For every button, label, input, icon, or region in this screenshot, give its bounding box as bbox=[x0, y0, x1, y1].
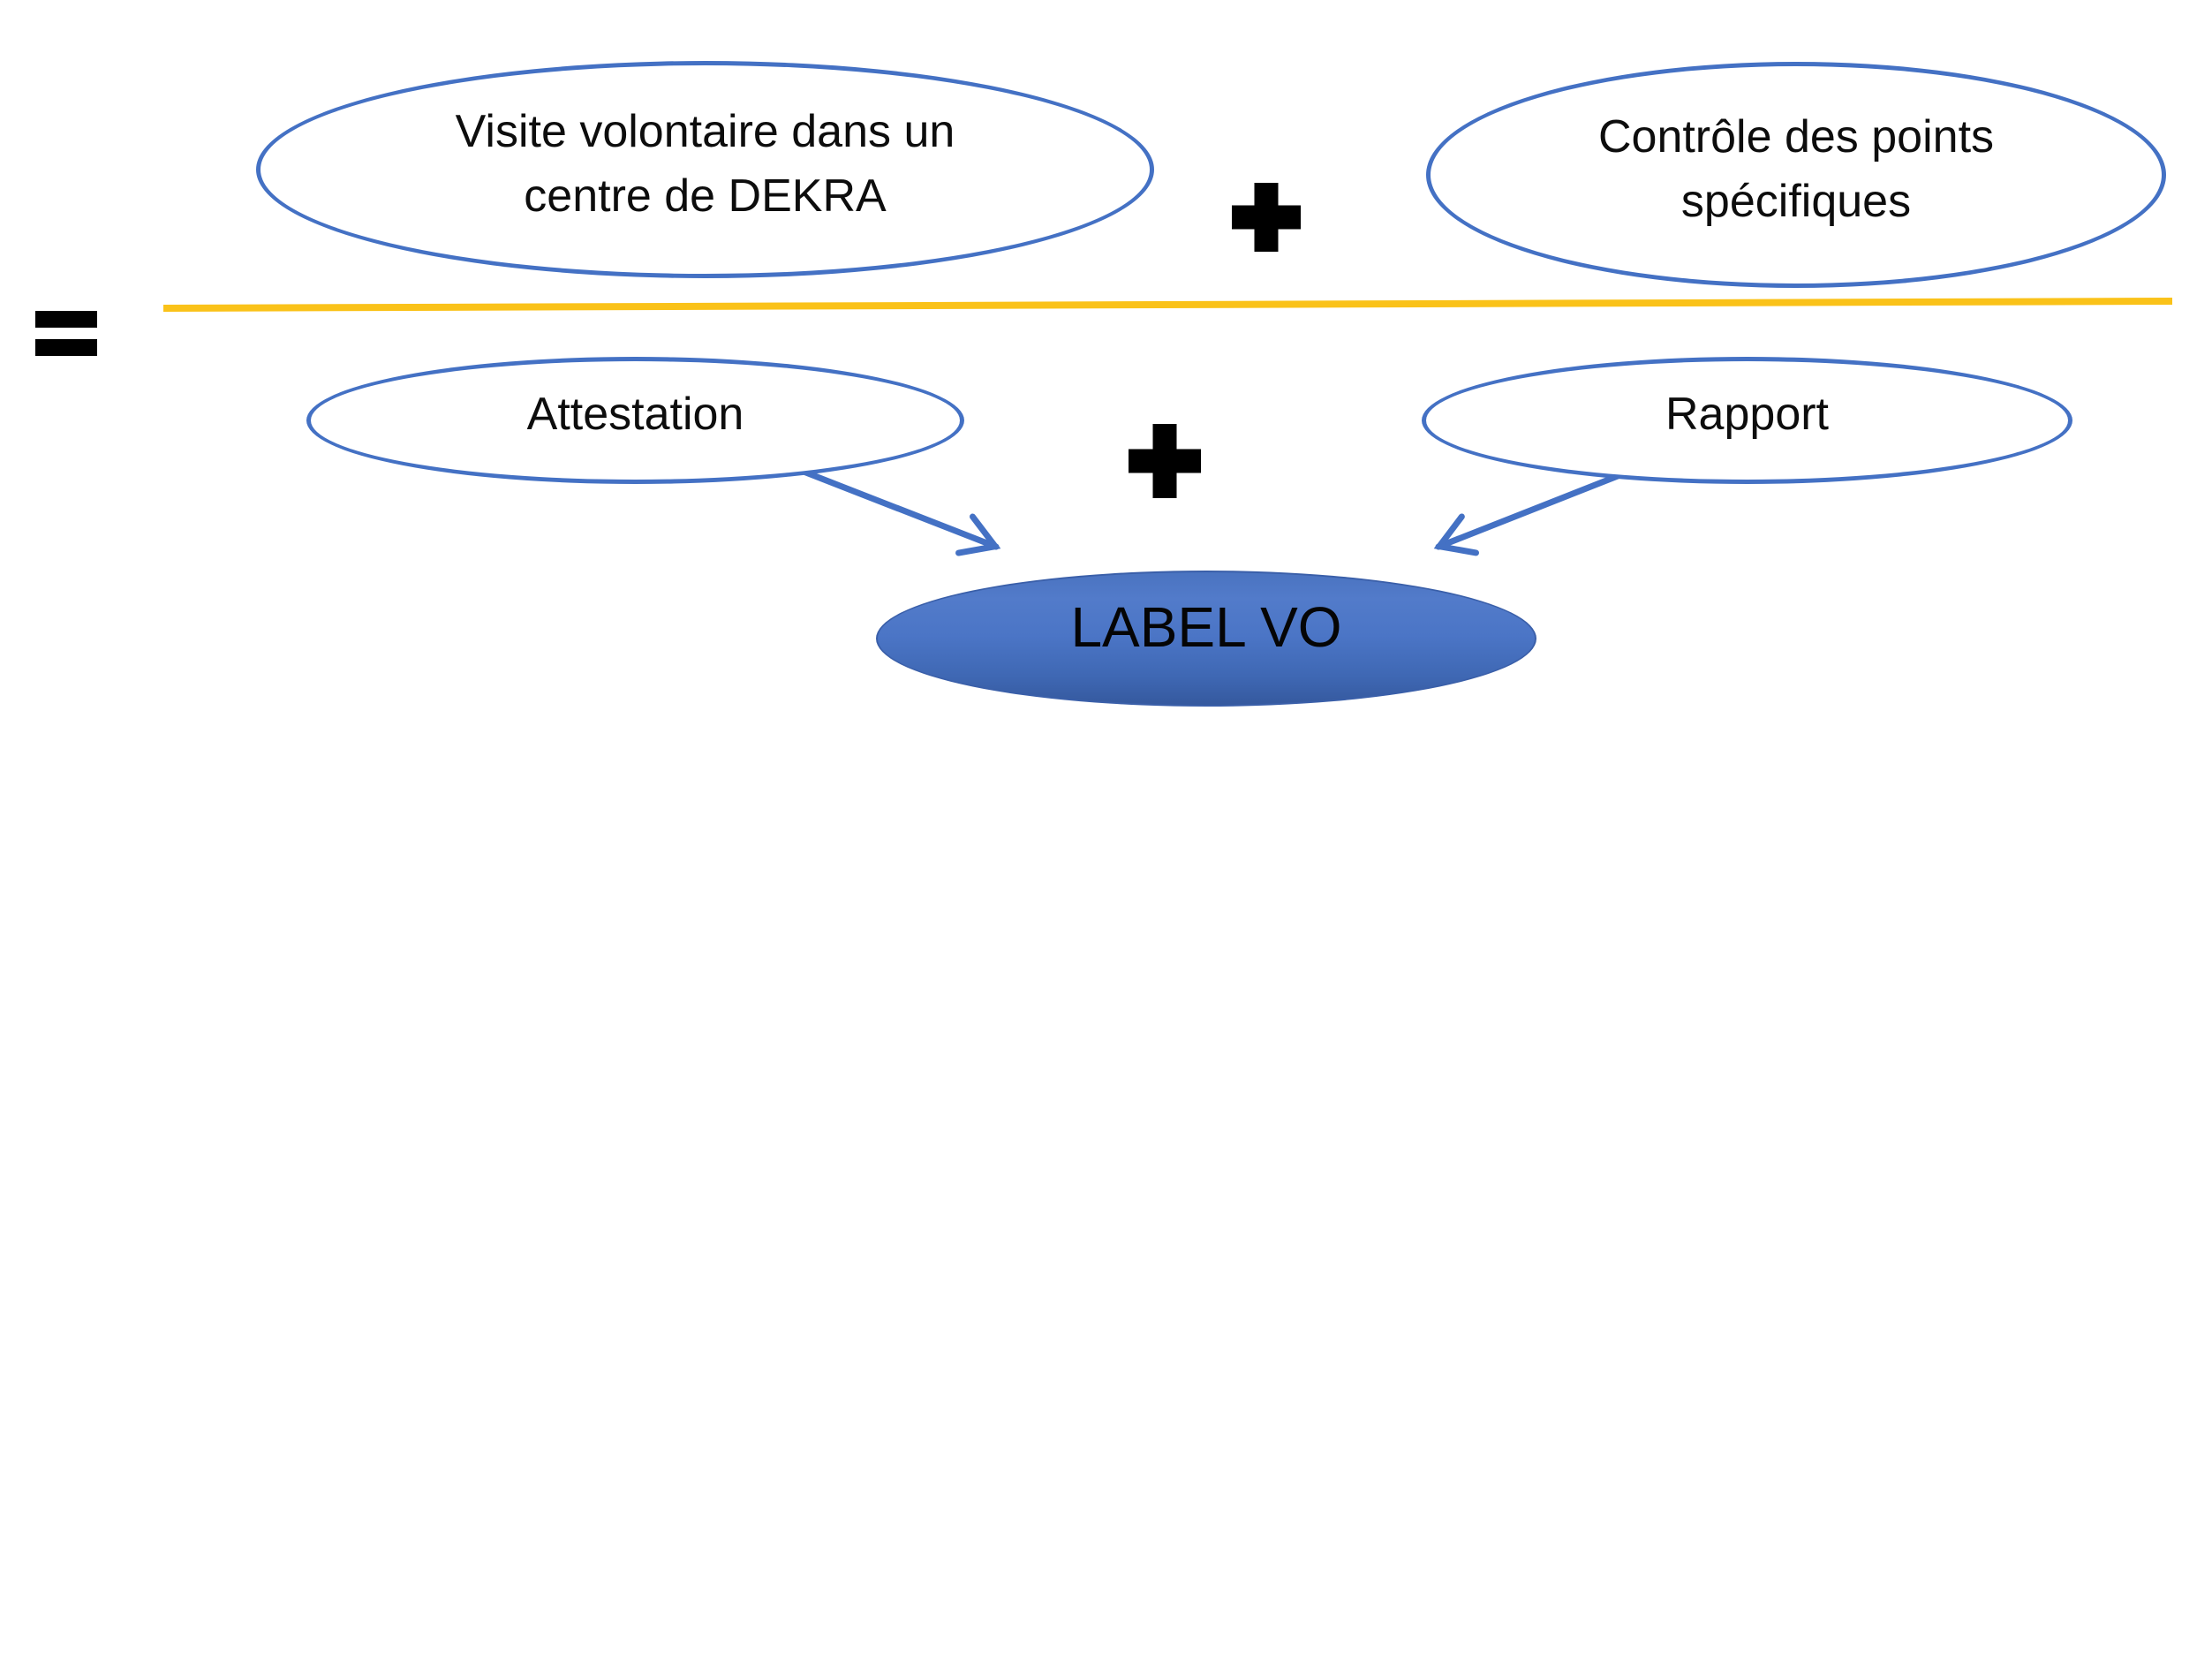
node-controle-line2: spécifiques bbox=[1680, 176, 1912, 227]
node-visite-line1: Visite volontaire dans un bbox=[455, 106, 955, 157]
divider-line bbox=[162, 298, 2173, 312]
node-controle-points: Contrôle des points spécifiques bbox=[1426, 62, 2166, 288]
plus-icon-top bbox=[1232, 183, 1301, 252]
arrow-attestation-to-labelvo bbox=[796, 466, 1001, 556]
node-controle-line1: Contrôle des points bbox=[1597, 111, 1995, 163]
plus-icon-bottom bbox=[1129, 424, 1201, 498]
node-attestation: Attestation bbox=[306, 357, 964, 484]
equals-icon bbox=[35, 311, 97, 356]
node-attestation-label: Attestation bbox=[526, 389, 744, 440]
node-rapport-label: Rapport bbox=[1665, 389, 1829, 440]
node-label-vo: LABEL VO bbox=[876, 571, 1536, 707]
node-visite-line2: centre de DEKRA bbox=[524, 170, 887, 222]
equals-bar-bottom bbox=[35, 339, 97, 356]
node-rapport: Rapport bbox=[1422, 357, 2072, 484]
node-visite-volontaire: Visite volontaire dans un centre de DEKR… bbox=[256, 61, 1154, 278]
equals-bar-top bbox=[35, 311, 97, 328]
node-label-vo-label: LABEL VO bbox=[1070, 595, 1342, 659]
